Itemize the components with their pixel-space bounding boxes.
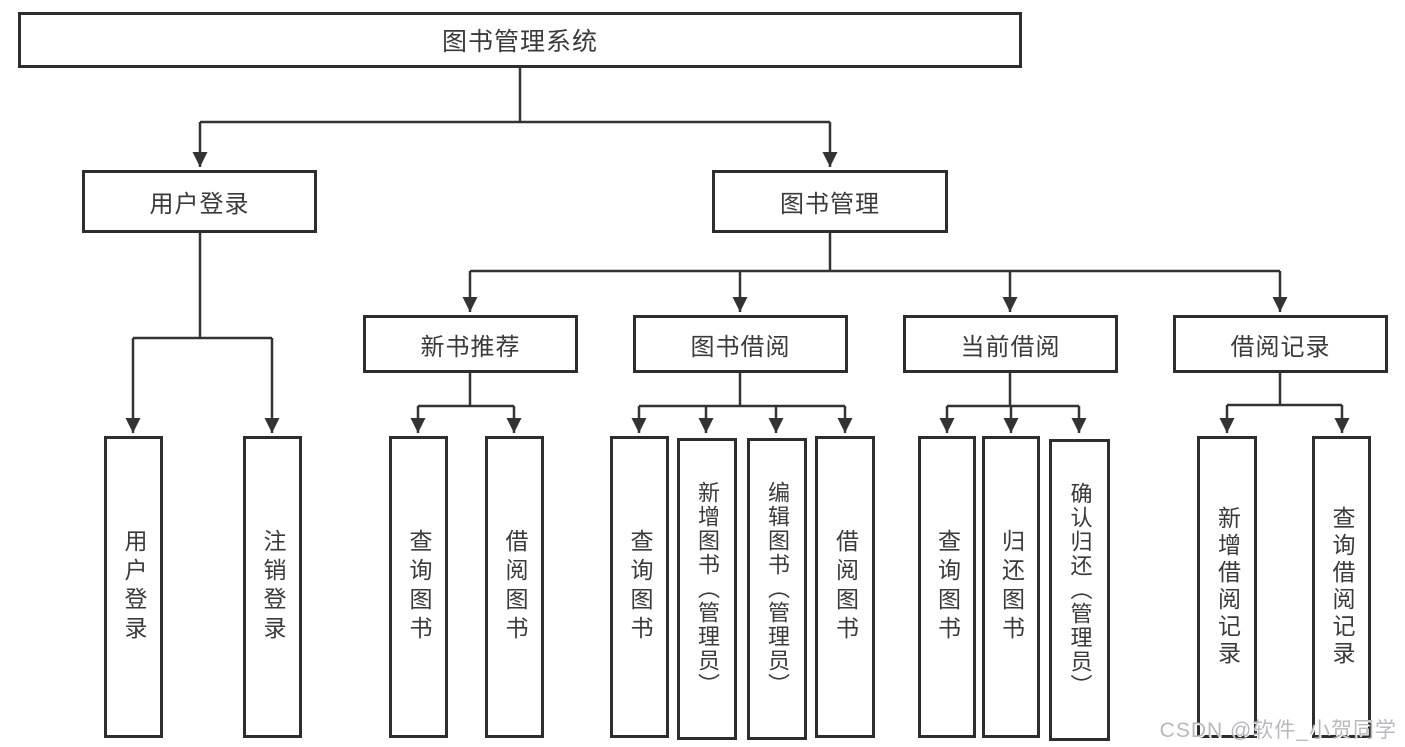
- leaf-borrow-books-2-label: 借阅图书: [832, 529, 859, 645]
- leaf-borrow-books-1-label: 借阅图书: [502, 529, 528, 645]
- leaf-query-books-1: 查询图书: [389, 436, 448, 738]
- node-new-book-recommend: 新书推荐: [363, 315, 578, 373]
- leaf-query-books-2-label: 查询图书: [627, 529, 653, 645]
- leaf-add-books-admin: 新增图书（管理员）: [677, 438, 737, 740]
- leaf-logout: 注销登录: [243, 436, 302, 738]
- leaf-query-books-1-label: 查询图书: [406, 529, 432, 645]
- leaf-add-books-admin-label: 新增图书（管理员）: [695, 481, 720, 697]
- connector-segments: [133, 68, 1342, 408]
- leaf-user-login-label: 用户登录: [121, 529, 147, 645]
- leaf-query-books-3-label: 查询图书: [934, 529, 961, 645]
- leaf-add-borrow-record: 新增借阅记录: [1197, 436, 1257, 738]
- node-current-borrow-label: 当前借阅: [960, 333, 1061, 361]
- leaf-user-login: 用户登录: [104, 436, 163, 738]
- node-book-management-label: 图书管理: [780, 191, 880, 218]
- node-book-management: 图书管理: [712, 170, 948, 233]
- leaf-query-books-3: 查询图书: [918, 436, 976, 738]
- leaf-edit-books-admin-label: 编辑图书（管理员）: [765, 481, 790, 697]
- leaf-add-borrow-record-label: 新增借阅记录: [1214, 506, 1241, 668]
- leaf-query-books-2: 查询图书: [610, 436, 669, 738]
- node-borrow-record-label: 借阅记录: [1230, 333, 1331, 361]
- leaf-query-borrow-record: 查询借阅记录: [1312, 436, 1371, 738]
- node-user-login: 用户登录: [82, 170, 317, 233]
- node-book-borrow-label: 图书借阅: [690, 333, 791, 361]
- node-new-book-recommend-label: 新书推荐: [420, 333, 521, 361]
- node-root: 图书管理系统: [18, 12, 1022, 68]
- leaf-logout-label: 注销登录: [260, 529, 286, 645]
- leaf-return-books: 归还图书: [982, 436, 1040, 738]
- node-book-borrow: 图书借阅: [633, 315, 848, 373]
- leaf-confirm-return-admin: 确认归还（管理员）: [1049, 439, 1110, 741]
- leaf-return-books-label: 归还图书: [998, 529, 1025, 645]
- leaf-borrow-books-1: 借阅图书: [485, 436, 544, 738]
- node-user-login-label: 用户登录: [149, 191, 250, 218]
- leaf-query-borrow-record-label: 查询借阅记录: [1329, 506, 1355, 668]
- leaf-confirm-return-admin-label: 确认归还（管理员）: [1067, 482, 1093, 698]
- node-borrow-record: 借阅记录: [1173, 315, 1388, 373]
- leaf-edit-books-admin: 编辑图书（管理员）: [747, 438, 807, 740]
- node-root-label: 图书管理系统: [441, 28, 598, 56]
- leaf-borrow-books-2: 借阅图书: [815, 436, 875, 738]
- watermark: CSDN @软件_小贺同学: [1159, 719, 1397, 742]
- node-current-borrow: 当前借阅: [903, 315, 1118, 373]
